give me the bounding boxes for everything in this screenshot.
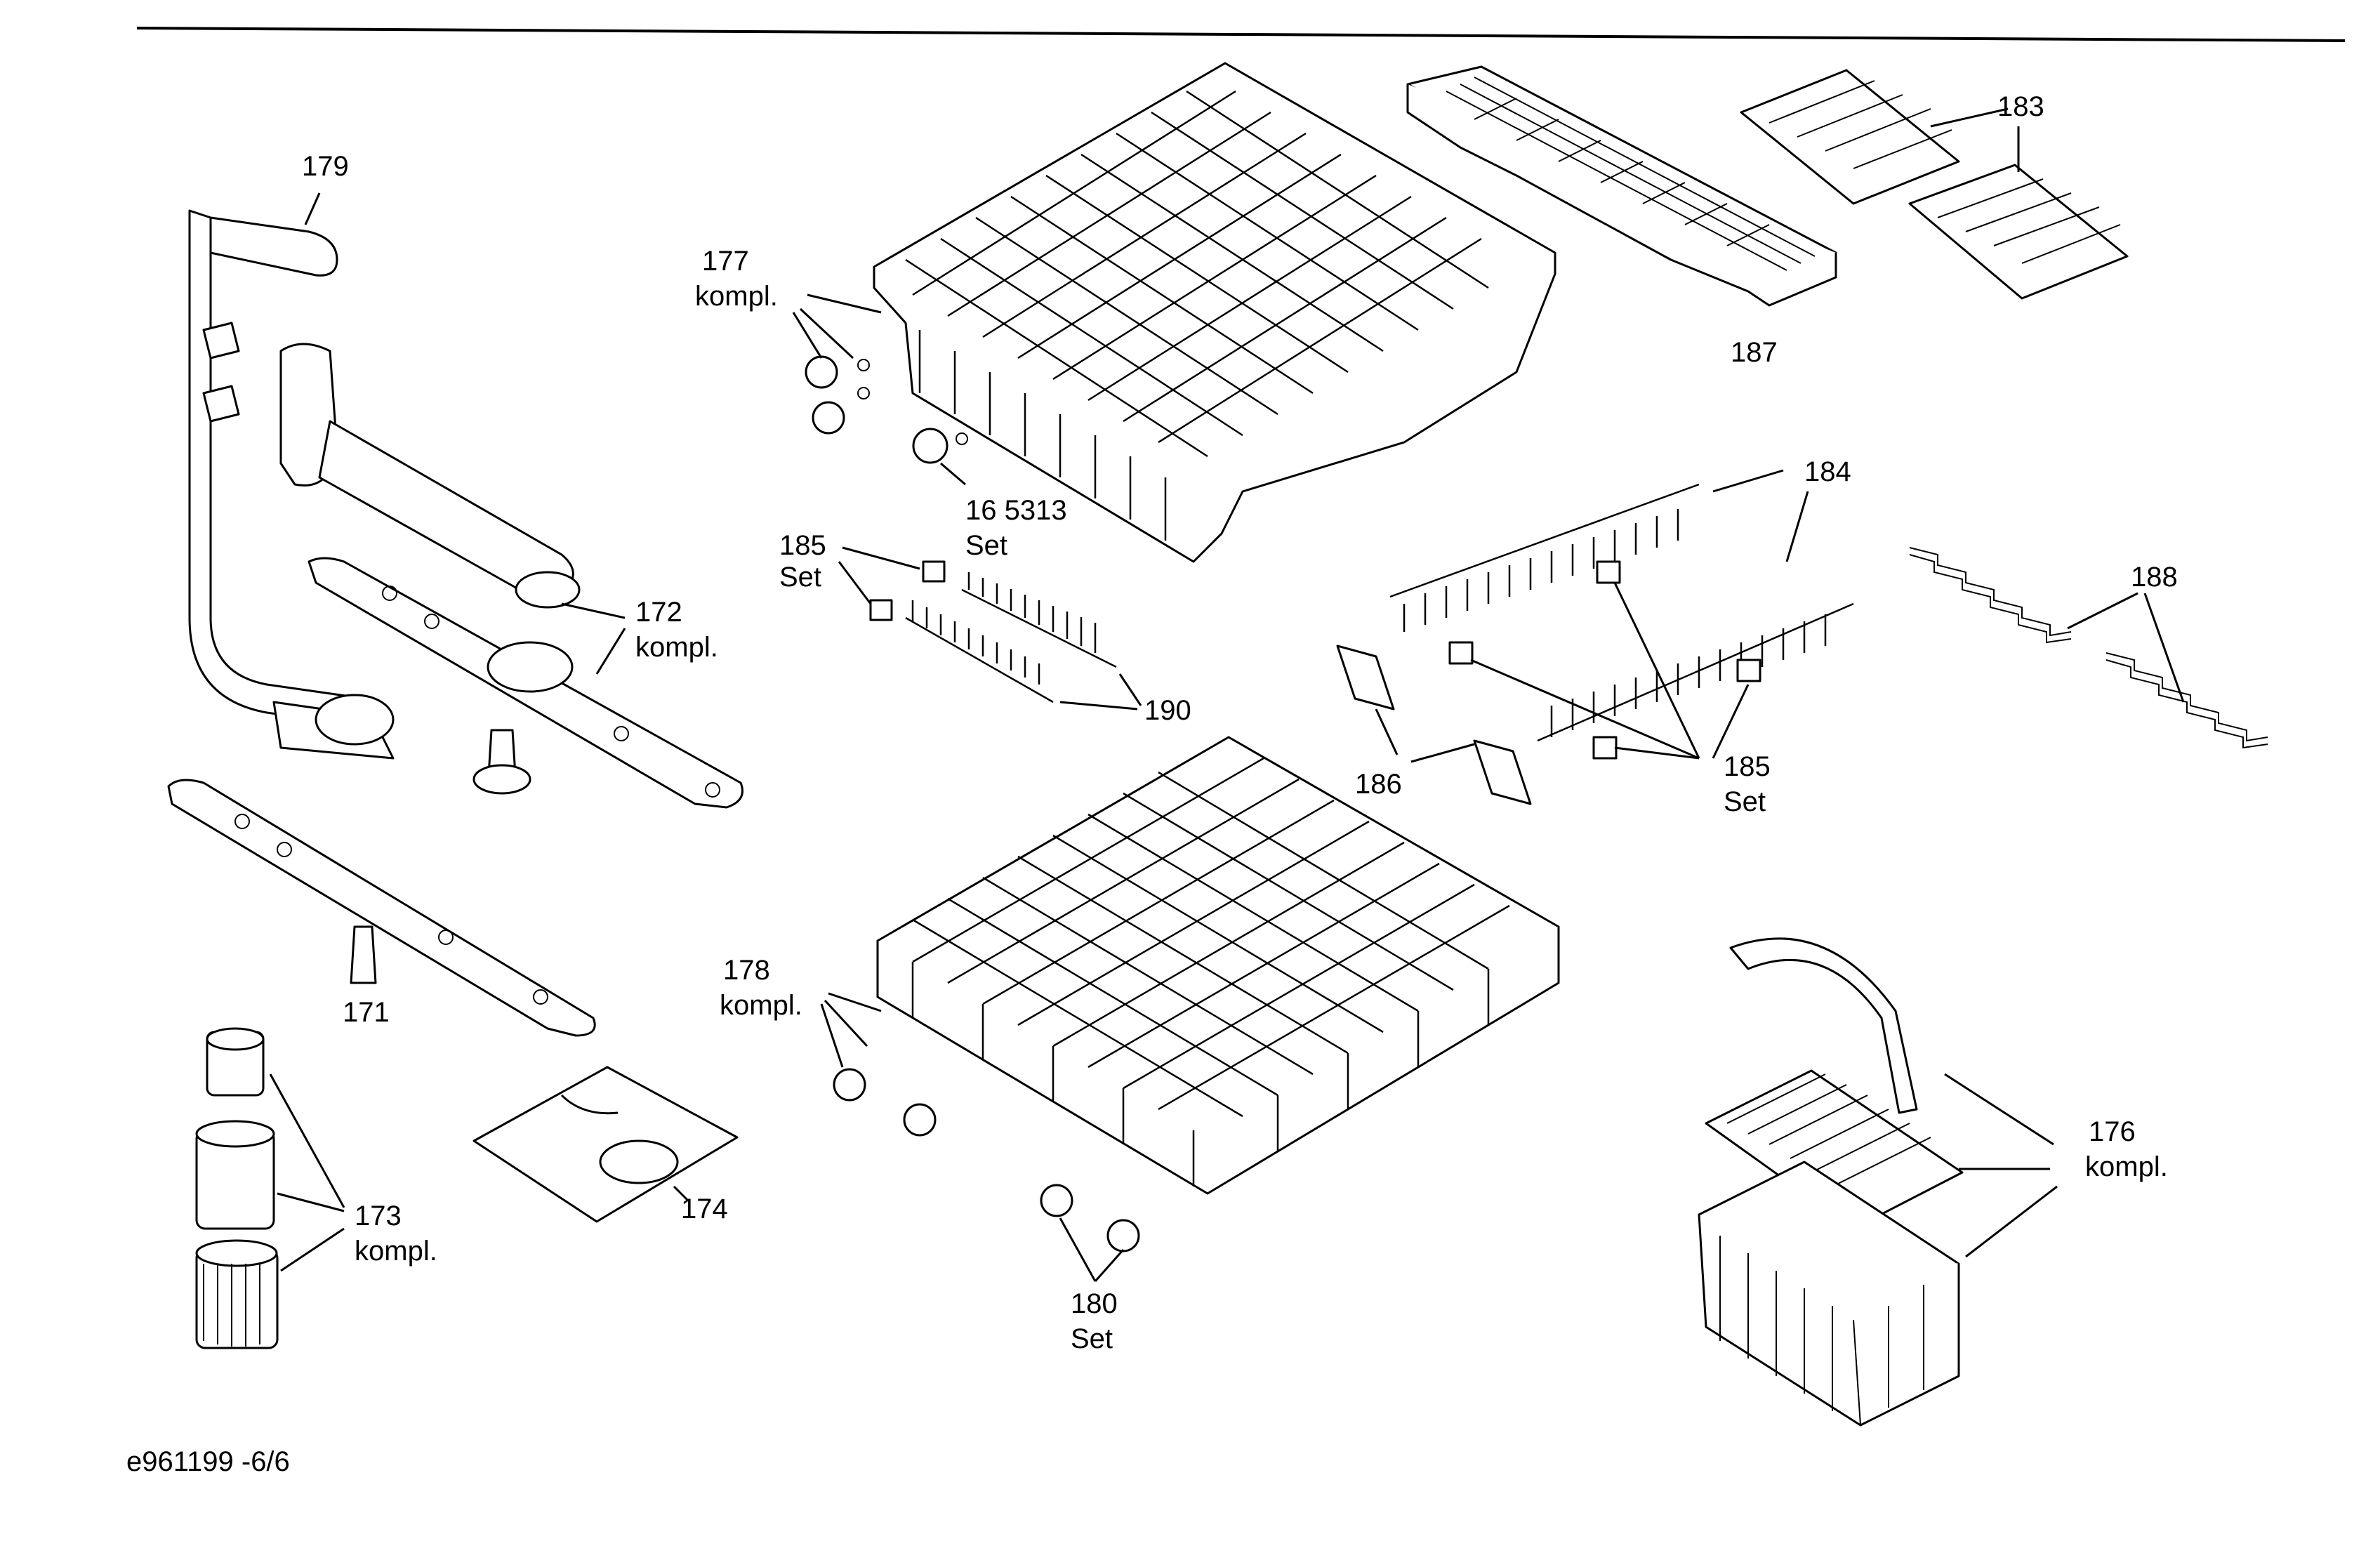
- leader-185a-2: [838, 561, 872, 604]
- part-171-lower-spray-arm: [167, 779, 596, 1037]
- label-185-left: 185: [779, 530, 826, 561]
- label-174: 174: [681, 1194, 728, 1224]
- leader-185a-1: [842, 546, 920, 570]
- leader-176c: [1965, 1185, 2058, 1258]
- part-187-cutlery-tray: [1406, 65, 1837, 307]
- leader-177b: [792, 312, 823, 359]
- label-178: 178: [723, 955, 770, 986]
- leader-172: [561, 602, 626, 619]
- label-173: 173: [355, 1201, 402, 1231]
- leader-188b: [2143, 593, 2185, 703]
- leader-186a: [1410, 743, 1475, 763]
- label-177: 177: [702, 246, 749, 277]
- part-173-filter: [195, 1027, 279, 1349]
- leader-180b: [1094, 1249, 1125, 1282]
- leader-172b: [595, 628, 626, 675]
- leader-183a: [1930, 107, 2009, 128]
- leader-178a: [828, 992, 882, 1012]
- leader-173b: [277, 1192, 345, 1212]
- leader-186b: [1375, 708, 1399, 755]
- leader-184b: [1785, 491, 1809, 562]
- drawing-code: e961199 -6/6: [126, 1446, 290, 1477]
- part-186-clips: [1336, 645, 1532, 805]
- leader-173c: [280, 1227, 345, 1272]
- label-185-right: 185: [1724, 751, 1771, 782]
- label-178-suffix: kompl.: [720, 990, 802, 1021]
- label-176: 176: [2089, 1116, 2136, 1147]
- leader-177a: [807, 293, 882, 314]
- label-185-right-suffix: Set: [1724, 786, 1766, 817]
- leader-178b: [820, 1003, 844, 1068]
- part-179-supply-pipe: [188, 209, 395, 760]
- label-172-suffix: kompl.: [635, 632, 718, 663]
- leader-177c: [799, 308, 854, 359]
- part-185-right-clips: [1448, 560, 1761, 760]
- leader-185b-4: [1614, 746, 1700, 760]
- label-188: 188: [2131, 562, 2178, 593]
- leader-185b-3: [1712, 684, 1750, 759]
- label-186: 186: [1355, 769, 1402, 800]
- header-rule: [136, 27, 2346, 42]
- part-176-cutlery-basket: [1698, 937, 1964, 1427]
- label-183: 183: [1997, 91, 2044, 122]
- leader-179: [304, 192, 321, 225]
- part-177-upper-basket: [805, 62, 1556, 563]
- leader-178c: [824, 999, 868, 1047]
- label-176-suffix: kompl.: [2085, 1151, 2168, 1182]
- part-174-sump-plate: [472, 1066, 739, 1223]
- label-187: 187: [1731, 337, 1778, 368]
- label-177-suffix: kompl.: [695, 281, 778, 312]
- part-188-step-pieces: [1909, 547, 2268, 749]
- label-171: 171: [343, 997, 390, 1028]
- label-173-suffix: kompl.: [355, 1236, 437, 1267]
- leader-190b: [1059, 701, 1138, 710]
- leader-184a: [1712, 469, 1784, 493]
- leader-190a: [1118, 673, 1142, 706]
- label-165313: 16 5313: [965, 495, 1067, 526]
- label-172: 172: [635, 597, 682, 628]
- leader-174: [673, 1185, 689, 1202]
- part-172-upper-spray-arm: [279, 343, 743, 809]
- label-185-left-suffix: Set: [779, 562, 821, 593]
- part-183-cup-racks: [1740, 69, 2129, 300]
- part-185-left-prong-rows: [869, 560, 1117, 703]
- part-178-lower-basket: [833, 736, 1560, 1252]
- leader-165313: [940, 462, 966, 486]
- label-190: 190: [1144, 695, 1191, 726]
- leader-176a: [1944, 1073, 2054, 1146]
- leader-185b-2: [1470, 659, 1700, 760]
- leader-173a: [269, 1073, 345, 1208]
- label-180-suffix: Set: [1071, 1323, 1113, 1354]
- part-184-prong-rows: [1389, 483, 1854, 742]
- label-179: 179: [302, 151, 349, 182]
- leader-185b-1: [1613, 582, 1700, 759]
- leader-180a: [1059, 1217, 1097, 1282]
- label-180: 180: [1071, 1288, 1118, 1319]
- label-184: 184: [1804, 456, 1851, 487]
- label-165313-suffix: Set: [965, 530, 1007, 561]
- leader-188a: [2067, 592, 2138, 630]
